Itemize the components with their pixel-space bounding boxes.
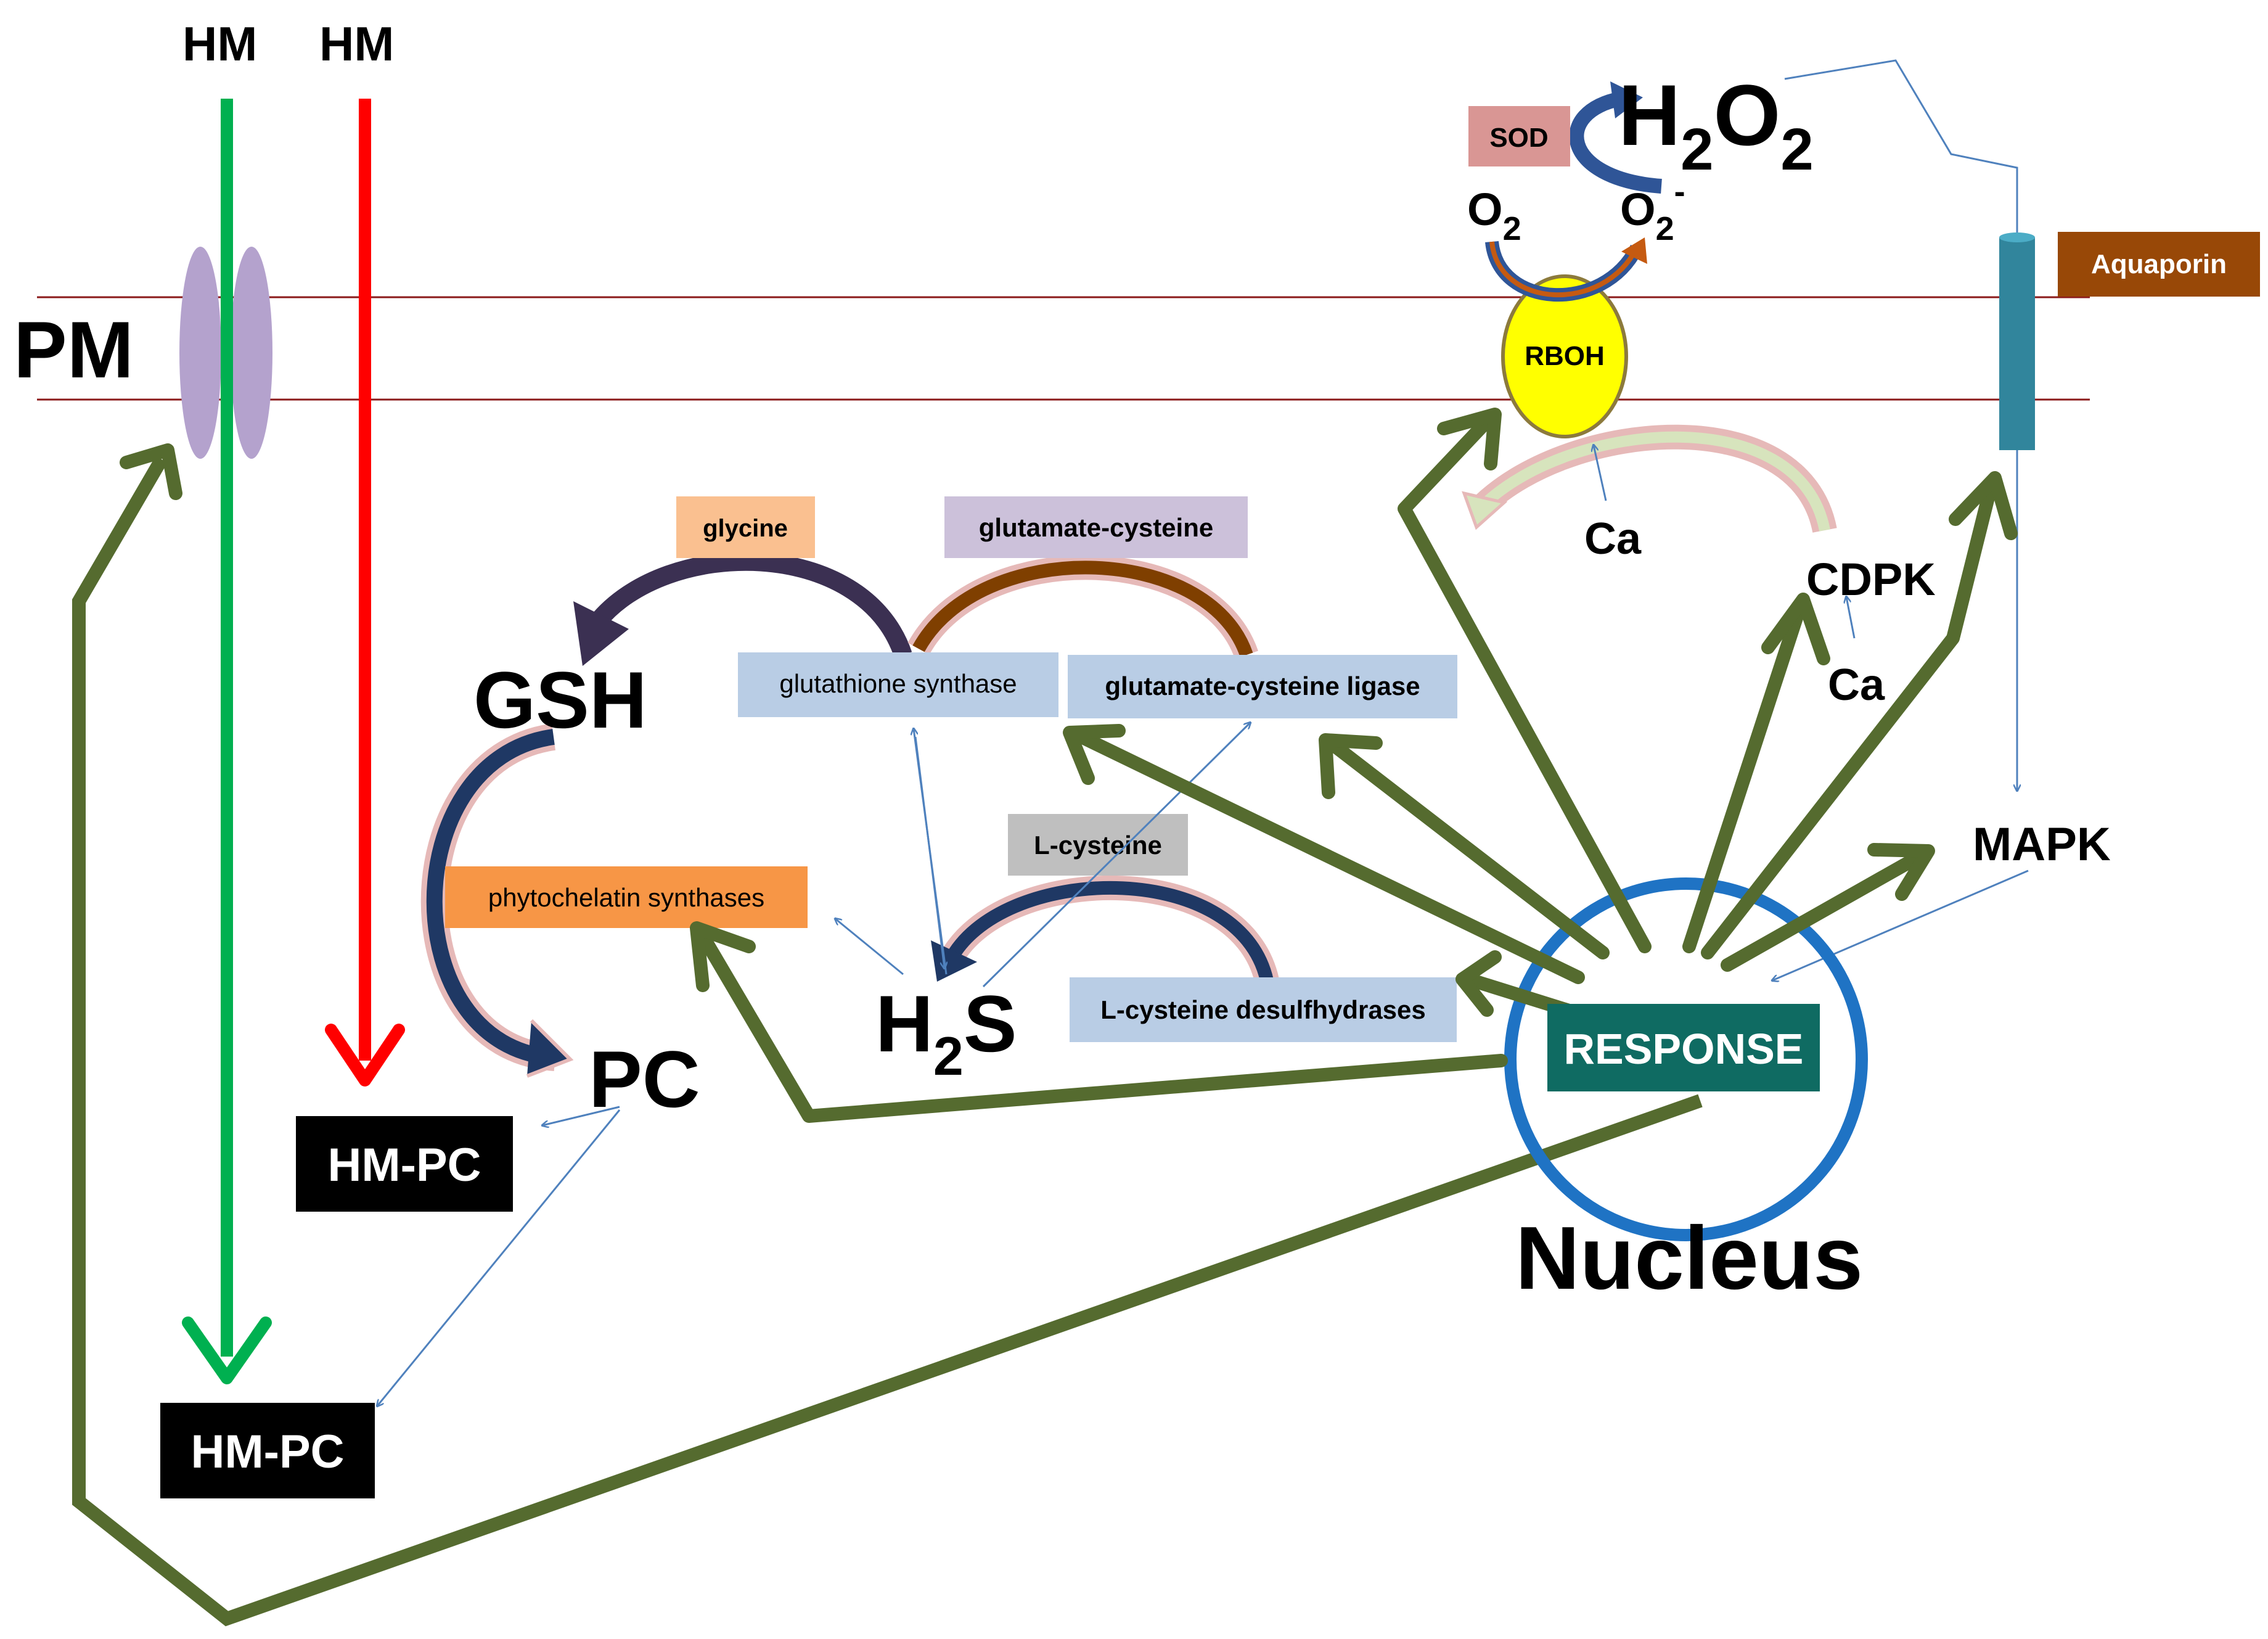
h2o2-to-aquaporin-to-mapk-line: [1784, 59, 2017, 791]
rboh-ellipse: [1501, 274, 1628, 438]
response-arrows: [690, 408, 2018, 1123]
hm-label-right: HM: [319, 17, 394, 71]
hm-pc-upper-box: [296, 1116, 513, 1212]
ca-to-cdpk-arrow: [1846, 597, 1856, 639]
sod-arc: [1569, 91, 1662, 194]
hm-pc-upper-label: HM-PC: [327, 1139, 481, 1191]
sod-box: [1468, 106, 1570, 166]
response-to-mapk-arrowhead: [1867, 843, 1935, 901]
response-to-glutamate-ligase-arrow: [1330, 741, 1610, 959]
aquaporin-channel: [1999, 237, 2035, 450]
response-to-aquaporin-arrow: [1701, 483, 1997, 959]
response-to-pc-synthase-arrow: [696, 929, 1508, 1123]
o2-label: O2: [1467, 184, 1521, 247]
response-to-aquaporin-arrowhead: [1949, 471, 2018, 540]
o2-minus-label: O2-: [1620, 173, 1685, 247]
glycine-arrowhead: [573, 601, 629, 666]
glutamate-cysteine-arc-outline: [907, 555, 1258, 660]
glycine-arc: [589, 552, 912, 659]
hm-pc-lower-box: [160, 1403, 375, 1498]
channel-right-ellipse: [231, 247, 272, 459]
aquaporin-channel-top: [1999, 232, 2035, 242]
glycine-box: [676, 496, 815, 558]
mapk-label: MAPK: [1973, 818, 2111, 871]
l-cysteine-arc-outline: [938, 876, 1279, 984]
nucleus-label: Nucleus: [1515, 1208, 1863, 1308]
pc-to-hm-pc-lower-arrow: [377, 1109, 621, 1406]
l-cysteine-label: L-cysteine: [1034, 831, 1162, 860]
response-to-glutathione-synthase-arrowhead: [1063, 724, 1126, 785]
response-to-mapk-arrow: [1721, 849, 1927, 972]
mapk-to-response-arrow: [1772, 869, 2029, 980]
glutathione-synthase-label: glutathione synthase: [779, 669, 1017, 698]
response-to-pc-synthase-arrowhead: [690, 921, 756, 992]
response-to-desulfhydrases-arrowhead: [1455, 950, 1502, 1017]
ca-rboh-label: Ca: [1584, 514, 1642, 564]
glycine-label: glycine: [703, 515, 788, 542]
hm-red-arrowhead: [325, 1024, 405, 1087]
cdpk-label: CDPK: [1806, 554, 1936, 605]
rboh-ca-arc-outline: [1474, 424, 1837, 533]
response-to-channel-arrowhead: [120, 443, 182, 500]
o2-to-o2minus-arrowhead: [1621, 237, 1647, 264]
l-cysteine-box: [1008, 814, 1188, 876]
response-to-cdpk-arrow: [1682, 604, 1806, 953]
sod-arrowhead: [1610, 81, 1643, 118]
l-cysteine-desulfhydrases-label: L-cysteine desulfhydrases: [1100, 995, 1426, 1024]
channel-left-ellipse: [179, 247, 221, 459]
aquaporin-box: [2058, 232, 2260, 297]
response-to-glutamate-ligase-arrowhead: [1319, 733, 1383, 799]
hm-label-left: HM: [182, 17, 257, 71]
h2s-to-pc-synthase-arrow: [835, 919, 904, 976]
response-box: [1547, 1004, 1820, 1091]
glutamate-cysteine-arc: [912, 561, 1253, 657]
rboh-label: RBOH: [1525, 341, 1605, 371]
response-to-cdpk-arrowhead: [1761, 593, 1830, 665]
nucleus-ring: [1504, 877, 1868, 1241]
aquaporin-label: Aquaporin: [2091, 249, 2227, 279]
response-to-rboh-arrowhead: [1437, 408, 1502, 470]
rboh-ca-arc: [1478, 431, 1830, 532]
glutamate-cysteine-box: [944, 496, 1248, 558]
hm-pc-lower-label: HM-PC: [190, 1426, 344, 1478]
phytochelatin-synthases-label: phytochelatin synthases: [488, 883, 764, 912]
pm-label: PM: [14, 305, 134, 395]
response-to-channel-arrow: [72, 456, 1703, 1627]
ca-to-rboh-arrow: [1594, 445, 1607, 501]
response-label: RESPONSE: [1564, 1025, 1804, 1073]
o2-to-o2minus-arc-inner: [1489, 241, 1639, 297]
h2s-to-glutathione-synthase-back-arrow: [914, 736, 944, 968]
phytochelatin-synthases-box: [445, 866, 808, 928]
h2s-label: H2S: [875, 979, 1017, 1087]
hm-green-arrowhead: [182, 1317, 272, 1384]
h2o2-label: H2O2: [1618, 67, 1814, 183]
response-to-rboh-arrow: [1398, 413, 1652, 953]
ca-cdpk-label: Ca: [1828, 660, 1885, 710]
l-cysteine-desulfhydrases-box: [1070, 977, 1457, 1042]
h2s-to-glutamate-ligase-arrow: [982, 723, 1250, 988]
sod-label: SOD: [1489, 123, 1548, 153]
response-to-glutathione-synthase-arrow: [1071, 728, 1585, 984]
glutathione-synthase-box: [738, 652, 1058, 717]
glutamate-cysteine-ligase-label: glutamate-cysteine ligase: [1105, 672, 1420, 700]
rboh-ca-arrowhead: [1462, 491, 1508, 530]
pc-to-hm-pc-upper-arrow: [542, 1106, 620, 1125]
l-cysteine-arc: [943, 881, 1274, 982]
glutamate-cysteine-label: glutamate-cysteine: [979, 513, 1213, 542]
glutamate-cysteine-ligase-box: [1068, 655, 1457, 718]
gsh-to-pc-arrowhead: [526, 1019, 574, 1078]
gsh-label: GSH: [473, 655, 647, 745]
gsh-to-pc-arc: [426, 729, 555, 1066]
